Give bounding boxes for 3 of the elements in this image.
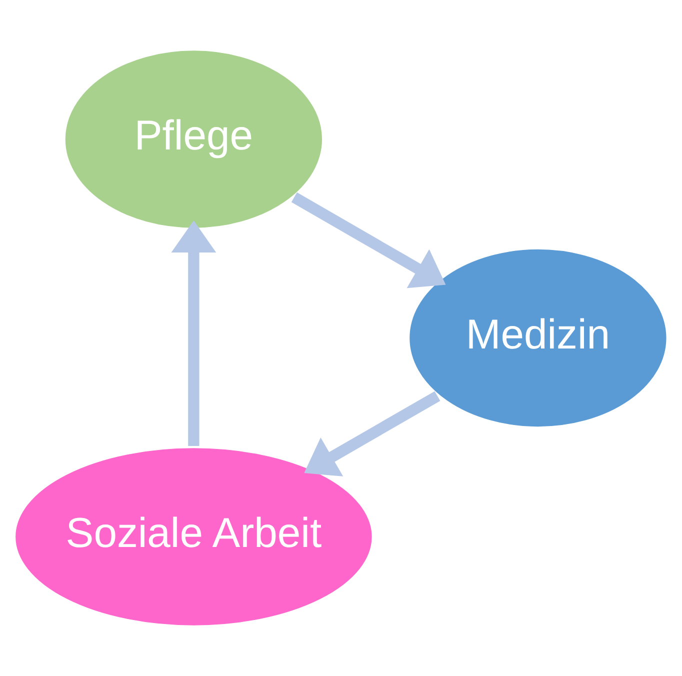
arrow: [304, 391, 440, 476]
arrow: [171, 220, 216, 446]
arrow: [291, 192, 446, 288]
